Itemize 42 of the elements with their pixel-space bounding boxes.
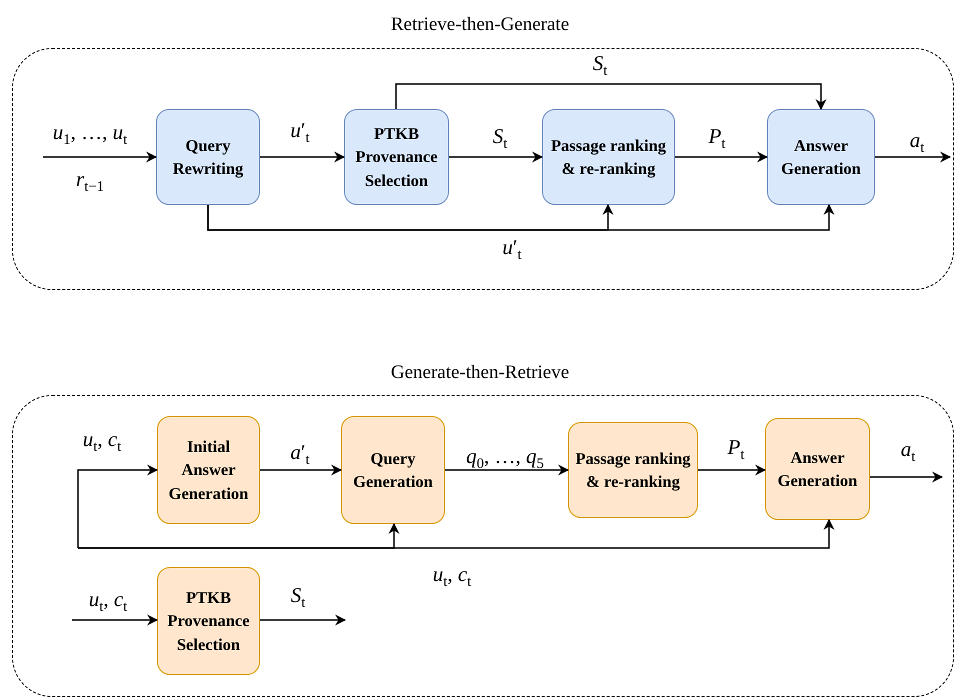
arrow: [698, 464, 766, 476]
edge-label: S$_{t}$: [592, 53, 608, 79]
edge-label: u$_{t}$, c$_{t}$: [432, 564, 472, 590]
edge-label: a′$_{t}$: [290, 442, 310, 468]
process-box: Answer Generation: [765, 418, 870, 520]
process-box: Query Rewriting: [156, 109, 260, 205]
panel-title: Generate-then-Retrieve: [390, 362, 570, 384]
edge-label: a$_{t}$: [910, 130, 924, 156]
process-box: Initial Answer Generation: [157, 416, 260, 524]
edge-label: q$_{0}$, …, q$_{5}$: [466, 446, 544, 472]
process-box: PTKB Provenance Selection: [157, 567, 260, 675]
arrow: [260, 152, 346, 162]
arrow: [395, 83, 826, 110]
edge-label: a$_{t}$: [900, 439, 916, 465]
edge-label: u$_{1}$, …, u$_{t}$: [52, 122, 128, 148]
arrow: [43, 152, 158, 162]
panel-title: Retrieve-then-Generate: [390, 14, 570, 36]
process-box: Passage ranking & re-ranking: [542, 109, 675, 205]
process-box: PTKB Provenance Selection: [344, 109, 449, 205]
edge-label: u$_{t}$, c$_{t}$: [82, 429, 122, 455]
arrow: [78, 518, 834, 549]
arrow: [675, 152, 768, 162]
arrow: [870, 472, 944, 482]
arrow: [445, 464, 570, 476]
edge-label: u′$_{t}$: [290, 120, 310, 146]
edge-label: P$_{t}$: [708, 126, 726, 152]
process-box: Query Generation: [341, 416, 445, 524]
edge-label: P$_{t}$: [728, 437, 744, 463]
process-box: Answer Generation: [767, 109, 875, 205]
arrow: [207, 204, 834, 231]
arrow: [875, 152, 952, 162]
edge-label: u$_{t}$, c$_{t}$: [88, 589, 128, 615]
edge-label: S$_{t}$: [492, 126, 508, 152]
math-label: r$_{t−1}$: [76, 169, 104, 195]
edge-label: S$_{t}$: [290, 585, 306, 611]
arrow: [72, 614, 158, 626]
arrow: [260, 464, 342, 476]
arrow: [449, 152, 544, 162]
arrow: [260, 614, 346, 626]
edge-label: u′$_{t}$: [502, 237, 522, 263]
arrow: [77, 464, 158, 548]
process-box: Passage ranking & re-ranking: [568, 422, 698, 518]
